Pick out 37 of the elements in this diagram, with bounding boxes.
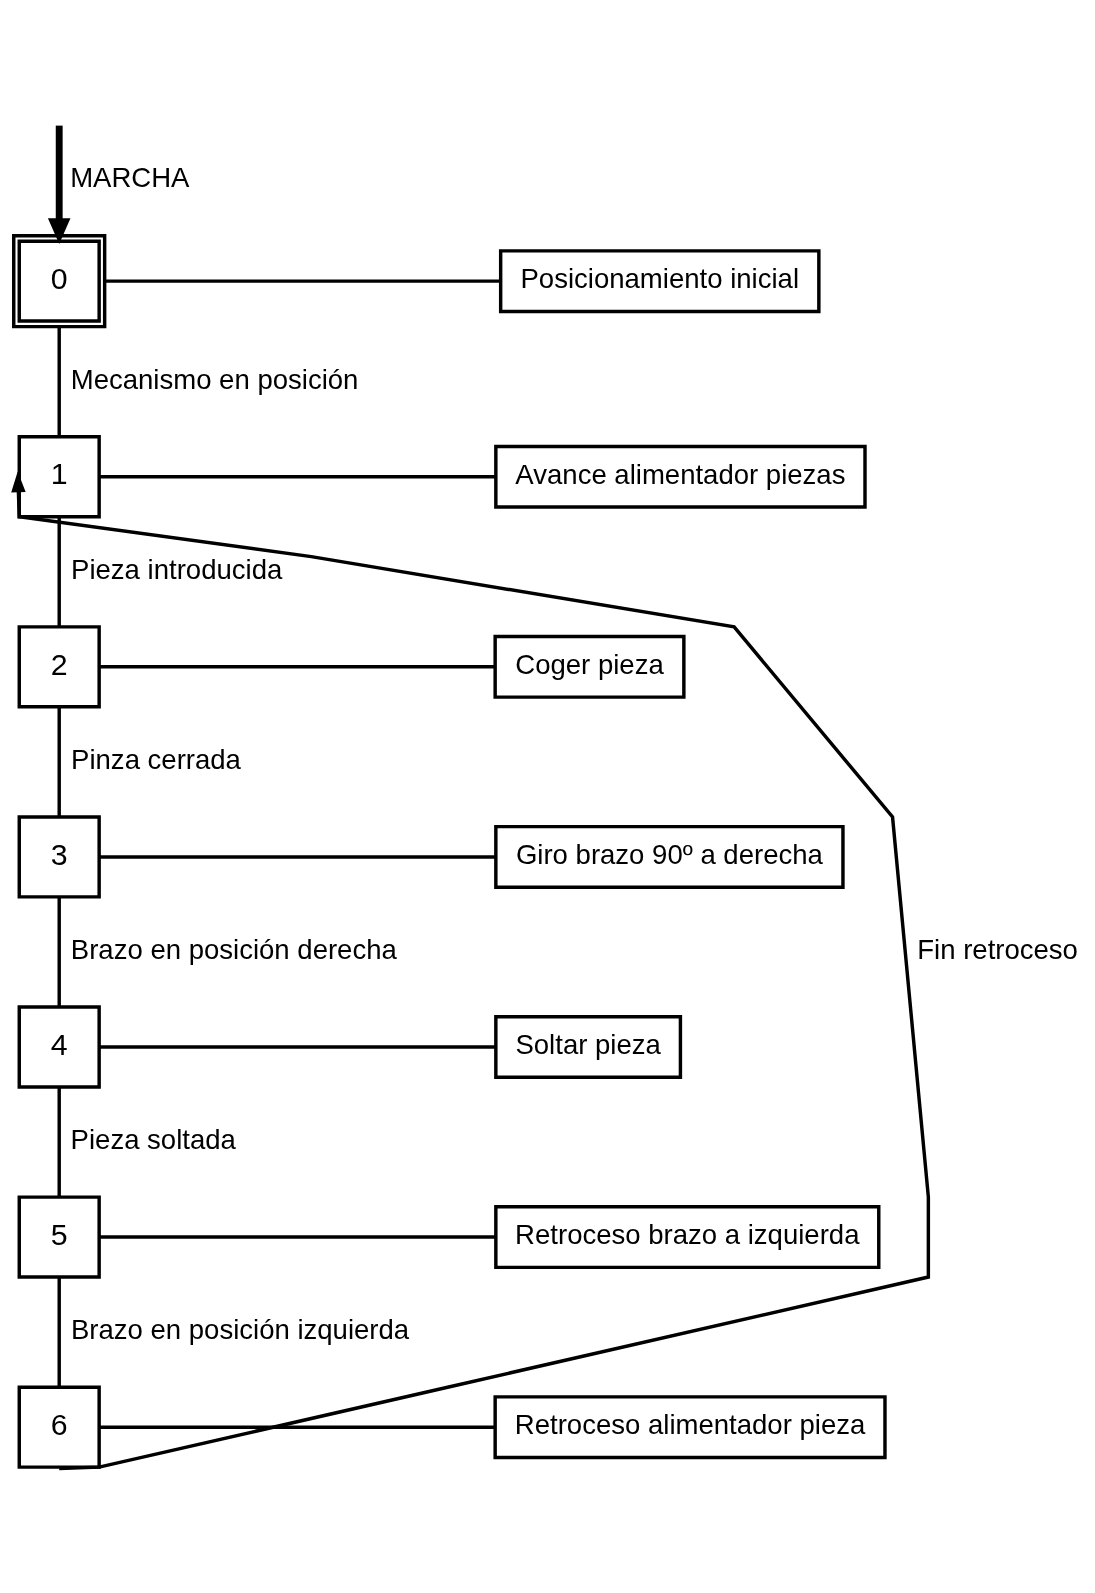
connector [57, 326, 61, 437]
node-box: 5 [17, 1195, 101, 1279]
connector [57, 897, 61, 1007]
edge-label: MARCHA [70, 162, 190, 194]
connector [105, 279, 501, 283]
edge-label: Pieza introducida [71, 553, 283, 585]
connector [57, 707, 61, 817]
connector [99, 855, 496, 859]
node-box: Giro brazo 90º a derecha [494, 824, 845, 889]
connector [57, 516, 61, 627]
node-box: 4 [17, 1005, 101, 1089]
arrow [47, 125, 71, 245]
node-box: 6 [17, 1385, 101, 1469]
node-box: Soltar pieza [494, 1015, 683, 1079]
edge-label: Fin retroceso [917, 933, 1078, 965]
node-box: 2 [17, 625, 101, 709]
connector [99, 665, 495, 669]
arrow [11, 471, 931, 1471]
edge-label: Pinza cerrada [71, 743, 241, 775]
connector [99, 1045, 496, 1049]
node-box: Retroceso alimentador pieza [493, 1395, 887, 1460]
node-box: Retroceso brazo a izquierda [494, 1205, 881, 1270]
node-box: 0 [12, 234, 107, 329]
edge-label: Brazo en posición izquierda [70, 1314, 410, 1346]
connector [99, 1235, 496, 1239]
connector [57, 1087, 61, 1197]
connector [99, 1425, 495, 1429]
edge-label: Pieza soltada [70, 1123, 236, 1155]
connector [99, 475, 496, 479]
edge-label: Mecanismo en posición [70, 363, 359, 395]
node-box: Posicionamiento inicial [498, 249, 821, 314]
node-box: 3 [17, 815, 101, 899]
edge-label: Brazo en posición derecha [70, 933, 397, 965]
node-box: Coger pieza [493, 634, 686, 699]
node-box: 1 [17, 435, 101, 519]
connector [57, 1277, 61, 1388]
node-box: Avance alimentador piezas [494, 444, 867, 509]
